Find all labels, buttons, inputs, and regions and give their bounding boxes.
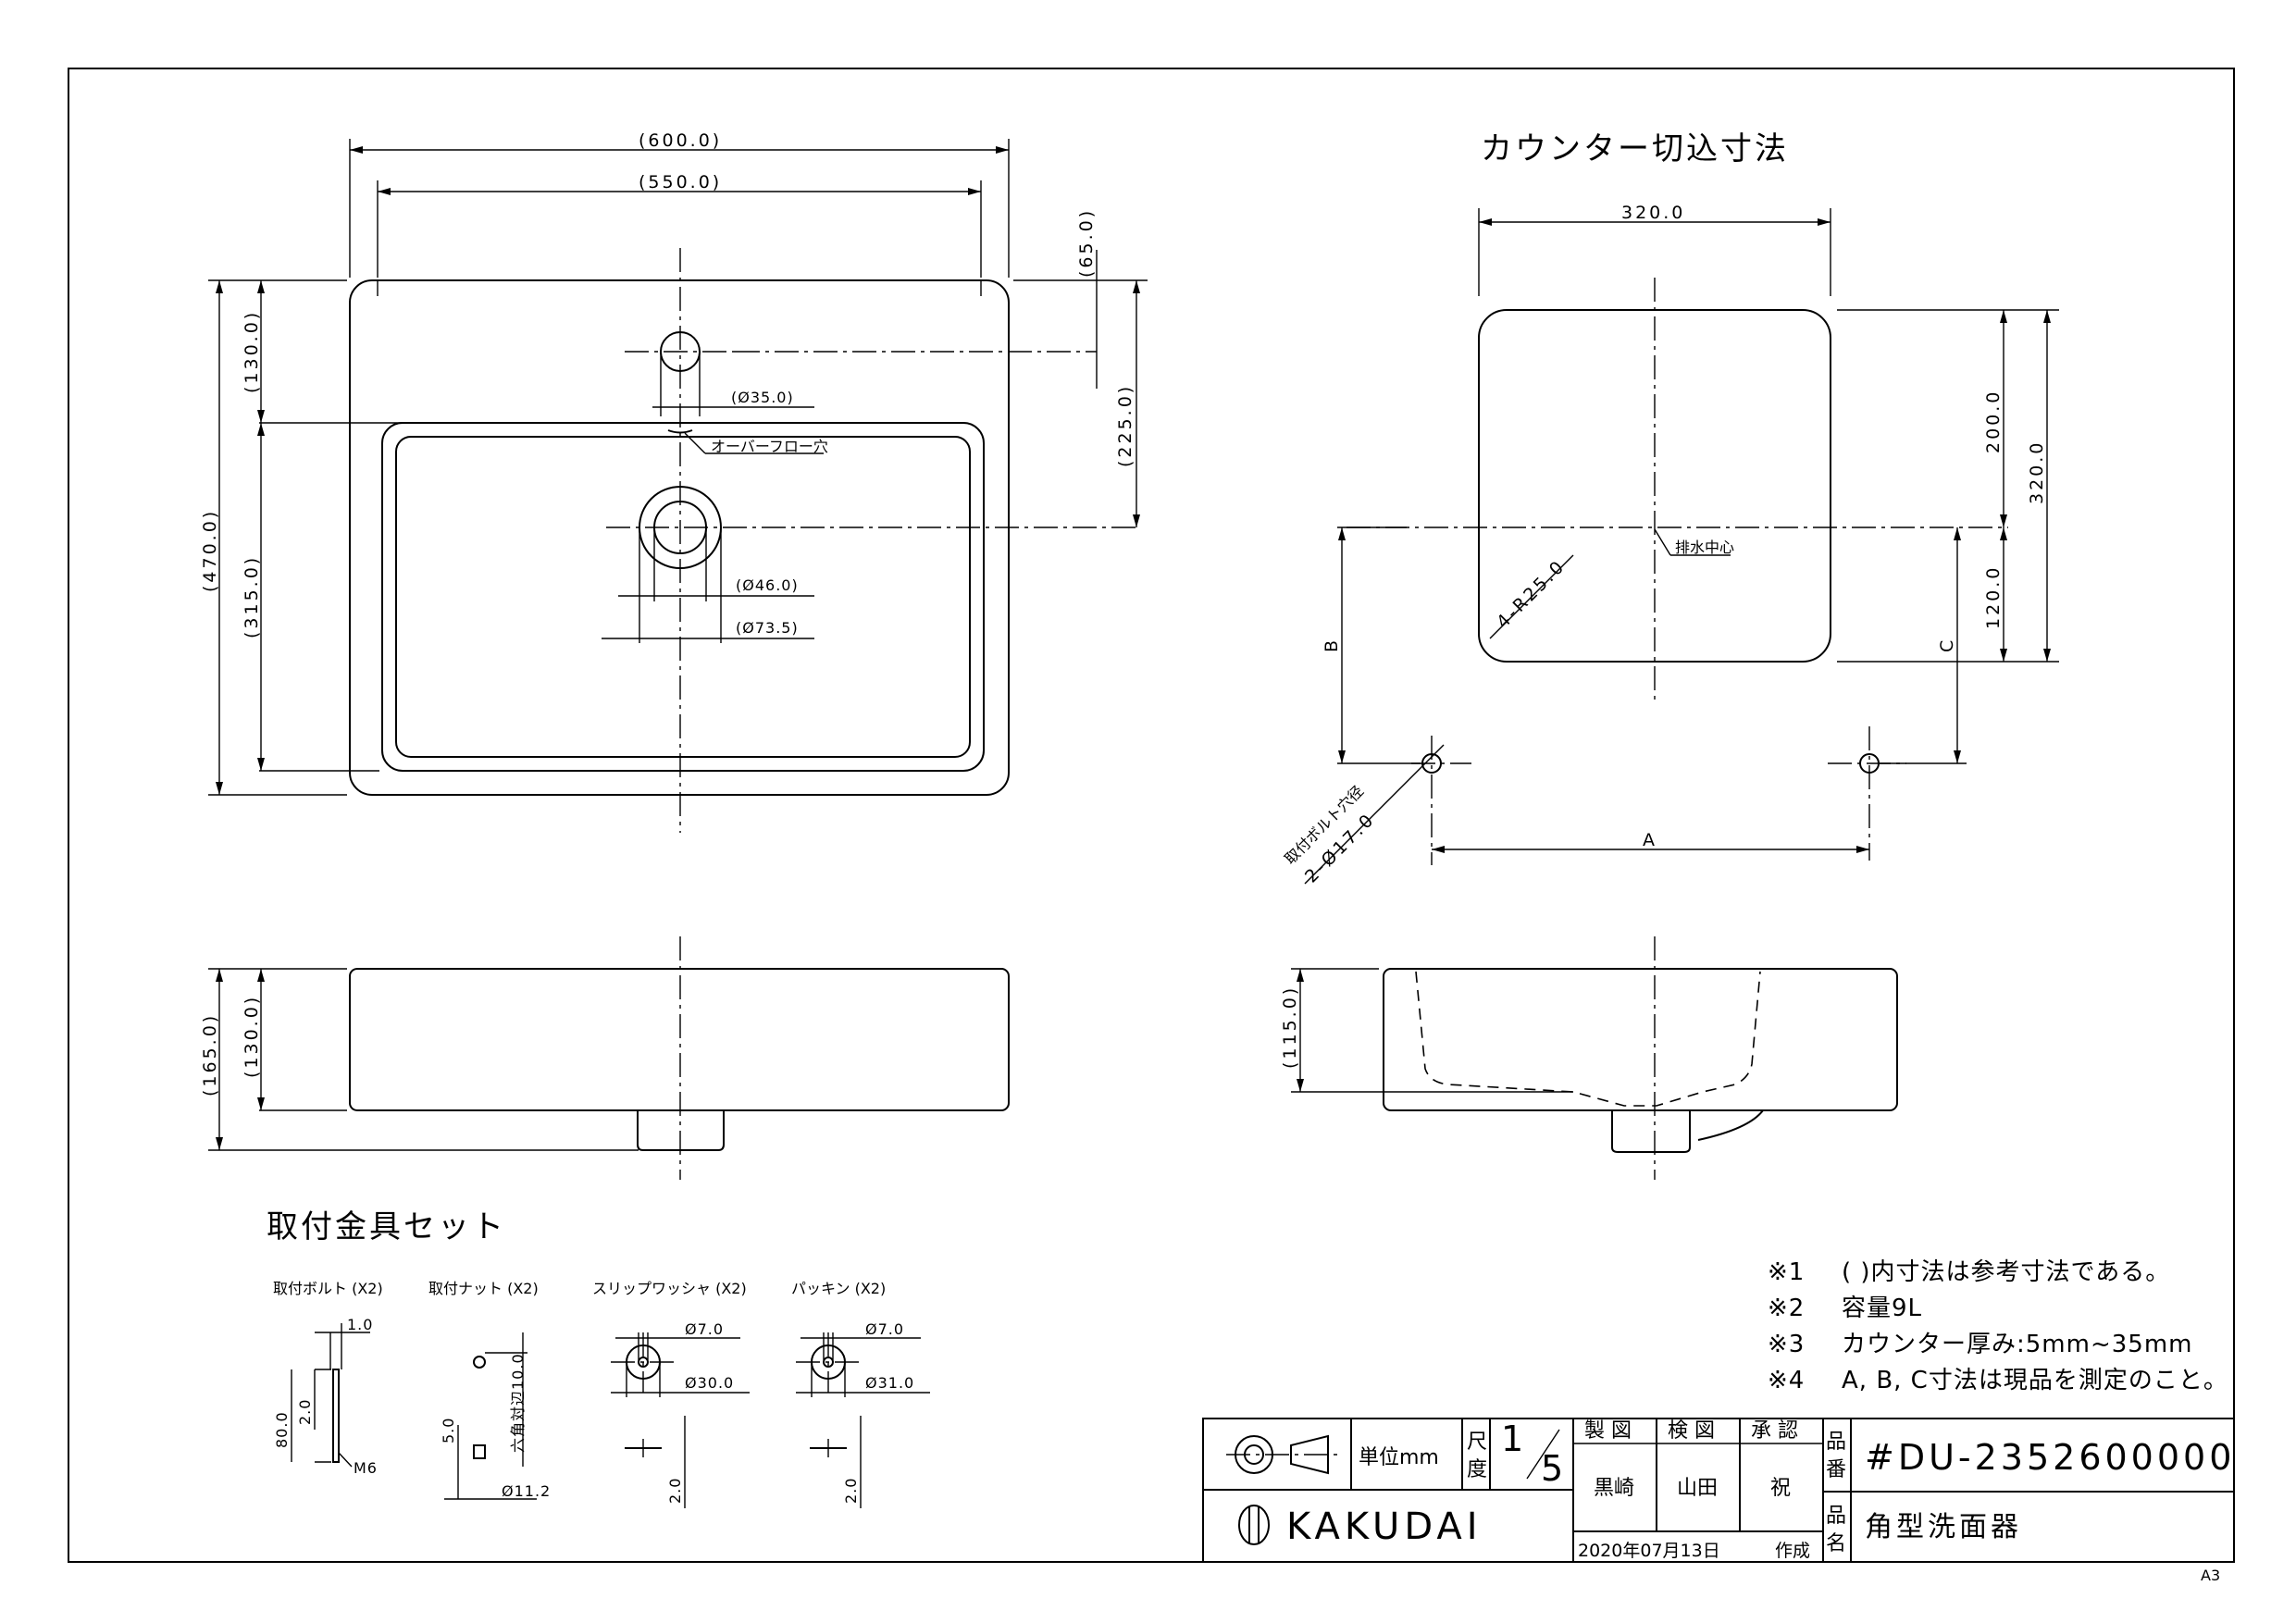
dim-dia-73: (Ø73.5) — [736, 619, 799, 637]
slip-washer-dia-in: Ø7.0 — [685, 1320, 724, 1338]
dim-320-right: 320.0 — [2027, 440, 2047, 504]
nut-hex-dim: 六角対辺10.0 — [509, 1353, 527, 1453]
dim-470: (470.0) — [200, 509, 220, 592]
scale-num: 1 — [1501, 1419, 1527, 1459]
drain-center-label: 排水中心 — [1675, 539, 1734, 556]
bolt-thread: M6 — [354, 1459, 378, 1477]
overflow-hole — [667, 429, 693, 434]
dim-165: (165.0) — [200, 1013, 220, 1096]
note-1-mark: ※1 — [1768, 1258, 1805, 1286]
name-label-2: 名 — [1826, 1532, 1846, 1555]
nut-label: 取付ナット (X2) — [428, 1280, 539, 1297]
scale-den: 5 — [1541, 1448, 1567, 1489]
approve-name: 祝 — [1770, 1477, 1791, 1500]
slip-washer-thick: 2.0 — [666, 1478, 684, 1504]
dim-200: 200.0 — [1983, 390, 2004, 453]
dim-315: (315.0) — [242, 555, 262, 638]
bowl-inner — [395, 436, 971, 758]
nut-dim-5: 5.0 — [440, 1418, 457, 1443]
kakudai-logo-icon — [1238, 1505, 1270, 1545]
code-label-1: 品 — [1826, 1431, 1846, 1454]
note-2-mark: ※2 — [1768, 1295, 1805, 1322]
title-block: 単位mm 尺 度 1 5 製 図 検 図 承 認 黒崎 山田 祝 品 番 #DU… — [1202, 1418, 2235, 1563]
nut-dia: Ø11.2 — [502, 1482, 551, 1500]
note-1-text: ( )内寸法は参考寸法である。 — [1842, 1258, 2170, 1286]
date: 2020年07月13日 — [1578, 1541, 1720, 1561]
side-body — [349, 968, 1010, 1111]
packing-thick: 2.0 — [842, 1478, 860, 1504]
product-name: 角型洗面器 — [1865, 1511, 2022, 1543]
slip-washer-label: スリップワッシャ (X2) — [592, 1280, 747, 1297]
notes: ※1 ( )内寸法は参考寸法である。 ※2 容量9L ※3 カウンター厚み:5m… — [1768, 1258, 2228, 1394]
dim-320-top: 320.0 — [1621, 203, 1685, 223]
fittings-title: 取付金具セット — [267, 1208, 506, 1245]
dim-130-top: (130.0) — [242, 310, 262, 393]
bolt-dim-2: 2.0 — [296, 1399, 314, 1425]
scale-label-1: 尺 — [1467, 1431, 1487, 1454]
dim-65: (65.0) — [1076, 208, 1097, 278]
dim-130-side: (130.0) — [242, 995, 262, 1078]
nut-top — [473, 1356, 486, 1369]
sheet-border — [68, 68, 2235, 1563]
slip-washer-inner — [638, 1357, 649, 1368]
section-drain — [1611, 1110, 1691, 1153]
section-view: (115.0) — [1280, 936, 1898, 1180]
dim-a: A — [1643, 830, 1657, 850]
bolt-label: 取付ボルト (X2) — [273, 1280, 383, 1297]
check-label: 検 図 — [1668, 1419, 1715, 1443]
company-name: KAKUDAI — [1286, 1505, 1483, 1548]
approve-label: 承 認 — [1751, 1419, 1798, 1443]
packing-dia-in: Ø7.0 — [865, 1320, 904, 1338]
dim-120: 120.0 — [1983, 565, 2004, 629]
packing-dia-out: Ø31.0 — [865, 1374, 914, 1392]
product-code: #DU-2352600000 — [1865, 1437, 2235, 1478]
bolt-dim-80: 80.0 — [273, 1411, 291, 1448]
section-body — [1383, 968, 1898, 1111]
fittings-set: 取付金具セット 取付ボルト (X2) 1.0 80.0 2.0 M6 取付ナット… — [267, 1208, 930, 1508]
dim-c: C — [1937, 638, 1957, 652]
bolt-dim-1: 1.0 — [347, 1316, 373, 1333]
note-2-text: 容量9L — [1842, 1295, 1922, 1322]
dim-225: (225.0) — [1115, 384, 1136, 467]
note-3-mark: ※3 — [1768, 1331, 1805, 1358]
side-view: (165.0) (130.0) — [200, 936, 1010, 1180]
dim-115: (115.0) — [1280, 985, 1300, 1069]
dim-dia-46: (Ø46.0) — [736, 576, 799, 594]
cutout-title: カウンター切込寸法 — [1481, 130, 1789, 167]
cutout-view: カウンター切込寸法 320.0 200.0 120.0 320.0 4-R25.… — [1281, 130, 2059, 887]
sheet-size: A3 — [2201, 1567, 2220, 1584]
note-4-mark: ※4 — [1768, 1367, 1805, 1394]
check-name: 山田 — [1677, 1477, 1718, 1500]
made-word: 作成 — [1775, 1541, 1810, 1561]
unit-label: 単位mm — [1359, 1446, 1439, 1469]
nut-side — [473, 1444, 486, 1459]
packing-label: パッキン (X2) — [791, 1280, 886, 1297]
note-3-text: カウンター厚み:5mm~35mm — [1842, 1331, 2192, 1358]
made-label: 製 図 — [1584, 1419, 1632, 1443]
dim-600: (600.0) — [639, 130, 722, 151]
packing-inner — [823, 1357, 834, 1368]
dim-b: B — [1322, 638, 1342, 652]
bowl-rim — [381, 422, 985, 772]
dim-550: (550.0) — [639, 172, 722, 192]
slip-washer-dia-out: Ø30.0 — [685, 1374, 734, 1392]
plan-view: オーバーフロー穴 (600.0) (550.0) (65.0) (225.0) … — [200, 130, 1148, 833]
section-hidden-bowl — [1415, 971, 1761, 1107]
dim-dia-35: (Ø35.0) — [731, 389, 794, 406]
scale-label-2: 度 — [1467, 1458, 1487, 1481]
note-4-text: A, B, C寸法は現品を測定のこと。 — [1842, 1367, 2228, 1394]
name-label-1: 品 — [1826, 1505, 1846, 1528]
code-label-2: 番 — [1826, 1458, 1846, 1481]
radius-label: 4-R25.0 — [1493, 555, 1570, 632]
bolt-shape — [332, 1369, 340, 1463]
overflow-label: オーバーフロー穴 — [711, 438, 828, 455]
basin-outline — [349, 279, 1010, 796]
made-name: 黒崎 — [1594, 1477, 1634, 1500]
projection-symbol-icon — [1226, 1434, 1337, 1475]
